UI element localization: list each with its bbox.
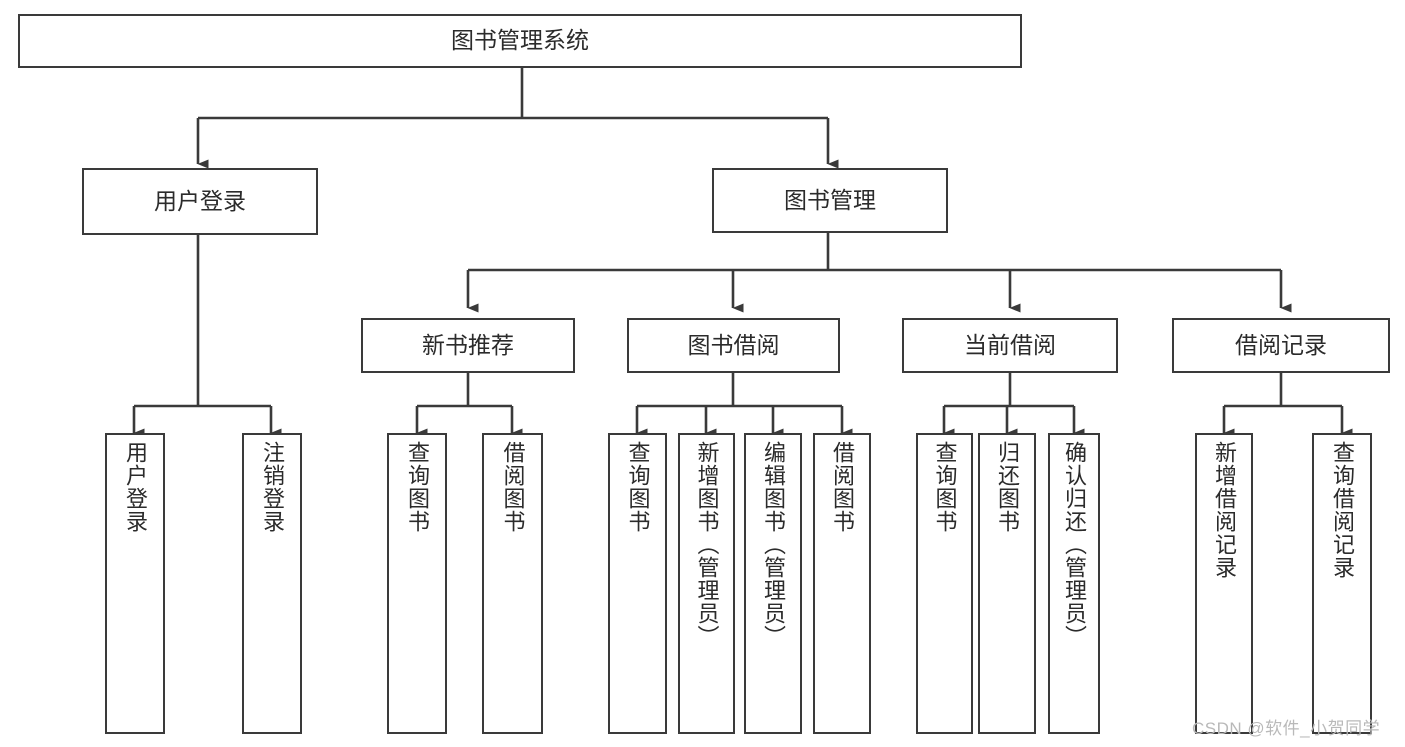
node-leaf-borrow-book-2[interactable]: 借阅图书 xyxy=(813,433,871,734)
node-leaf-add-record[interactable]: 新增借阅记录 xyxy=(1195,433,1253,734)
node-book-borrow[interactable]: 图书借阅 xyxy=(627,318,840,373)
node-root[interactable]: 图书管理系统 xyxy=(18,14,1022,68)
node-leaf-add-record-label: 新增借阅记录 xyxy=(1212,441,1237,579)
node-leaf-borrow-book-1-label: 借阅图书 xyxy=(500,441,526,533)
node-current-borrow[interactable]: 当前借阅 xyxy=(902,318,1118,373)
node-borrow-record[interactable]: 借阅记录 xyxy=(1172,318,1390,373)
node-leaf-query-book-1-label: 查询图书 xyxy=(405,441,430,533)
node-new-book-recommend[interactable]: 新书推荐 xyxy=(361,318,575,373)
node-leaf-query-book-3[interactable]: 查询图书 xyxy=(916,433,973,734)
node-leaf-add-book[interactable]: 新增图书（管理员） xyxy=(678,433,735,734)
node-user-login[interactable]: 用户登录 xyxy=(82,168,318,235)
node-leaf-return-book-label: 归还图书 xyxy=(995,441,1020,533)
node-leaf-query-record-label: 查询借阅记录 xyxy=(1330,441,1355,579)
node-leaf-user-login-label: 用户登录 xyxy=(123,441,148,533)
node-leaf-logout[interactable]: 注销登录 xyxy=(242,433,302,734)
node-borrow-record-label: 借阅记录 xyxy=(1235,331,1327,358)
node-leaf-query-book-2[interactable]: 查询图书 xyxy=(608,433,667,734)
node-new-book-recommend-label: 新书推荐 xyxy=(422,331,514,358)
node-leaf-query-book-2-label: 查询图书 xyxy=(625,441,651,533)
node-book-manage[interactable]: 图书管理 xyxy=(712,168,948,233)
node-leaf-edit-book-label: 编辑图书（管理员） xyxy=(761,441,786,648)
node-leaf-return-book[interactable]: 归还图书 xyxy=(978,433,1036,734)
node-book-borrow-label: 图书借阅 xyxy=(687,331,780,358)
node-leaf-borrow-book-2-label: 借阅图书 xyxy=(830,441,855,533)
node-leaf-borrow-book-1[interactable]: 借阅图书 xyxy=(482,433,543,734)
node-leaf-confirm-return[interactable]: 确认归还（管理员） xyxy=(1048,433,1100,734)
node-current-borrow-label: 当前借阅 xyxy=(964,331,1056,358)
node-leaf-edit-book[interactable]: 编辑图书（管理员） xyxy=(744,433,802,734)
node-root-label: 图书管理系统 xyxy=(451,27,589,54)
node-leaf-query-record[interactable]: 查询借阅记录 xyxy=(1312,433,1372,734)
node-leaf-add-book-label: 新增图书（管理员） xyxy=(694,441,720,648)
node-leaf-confirm-return-label: 确认归还（管理员） xyxy=(1062,441,1087,648)
node-leaf-query-book-3-label: 查询图书 xyxy=(932,441,958,533)
node-leaf-query-book-1[interactable]: 查询图书 xyxy=(387,433,447,734)
node-book-manage-label: 图书管理 xyxy=(784,186,876,213)
csdn-watermark: CSDN @软件_小贺同学 xyxy=(1192,719,1381,738)
node-user-login-label: 用户登录 xyxy=(154,187,246,214)
node-leaf-logout-label: 注销登录 xyxy=(260,441,285,533)
node-leaf-user-login[interactable]: 用户登录 xyxy=(105,433,165,734)
